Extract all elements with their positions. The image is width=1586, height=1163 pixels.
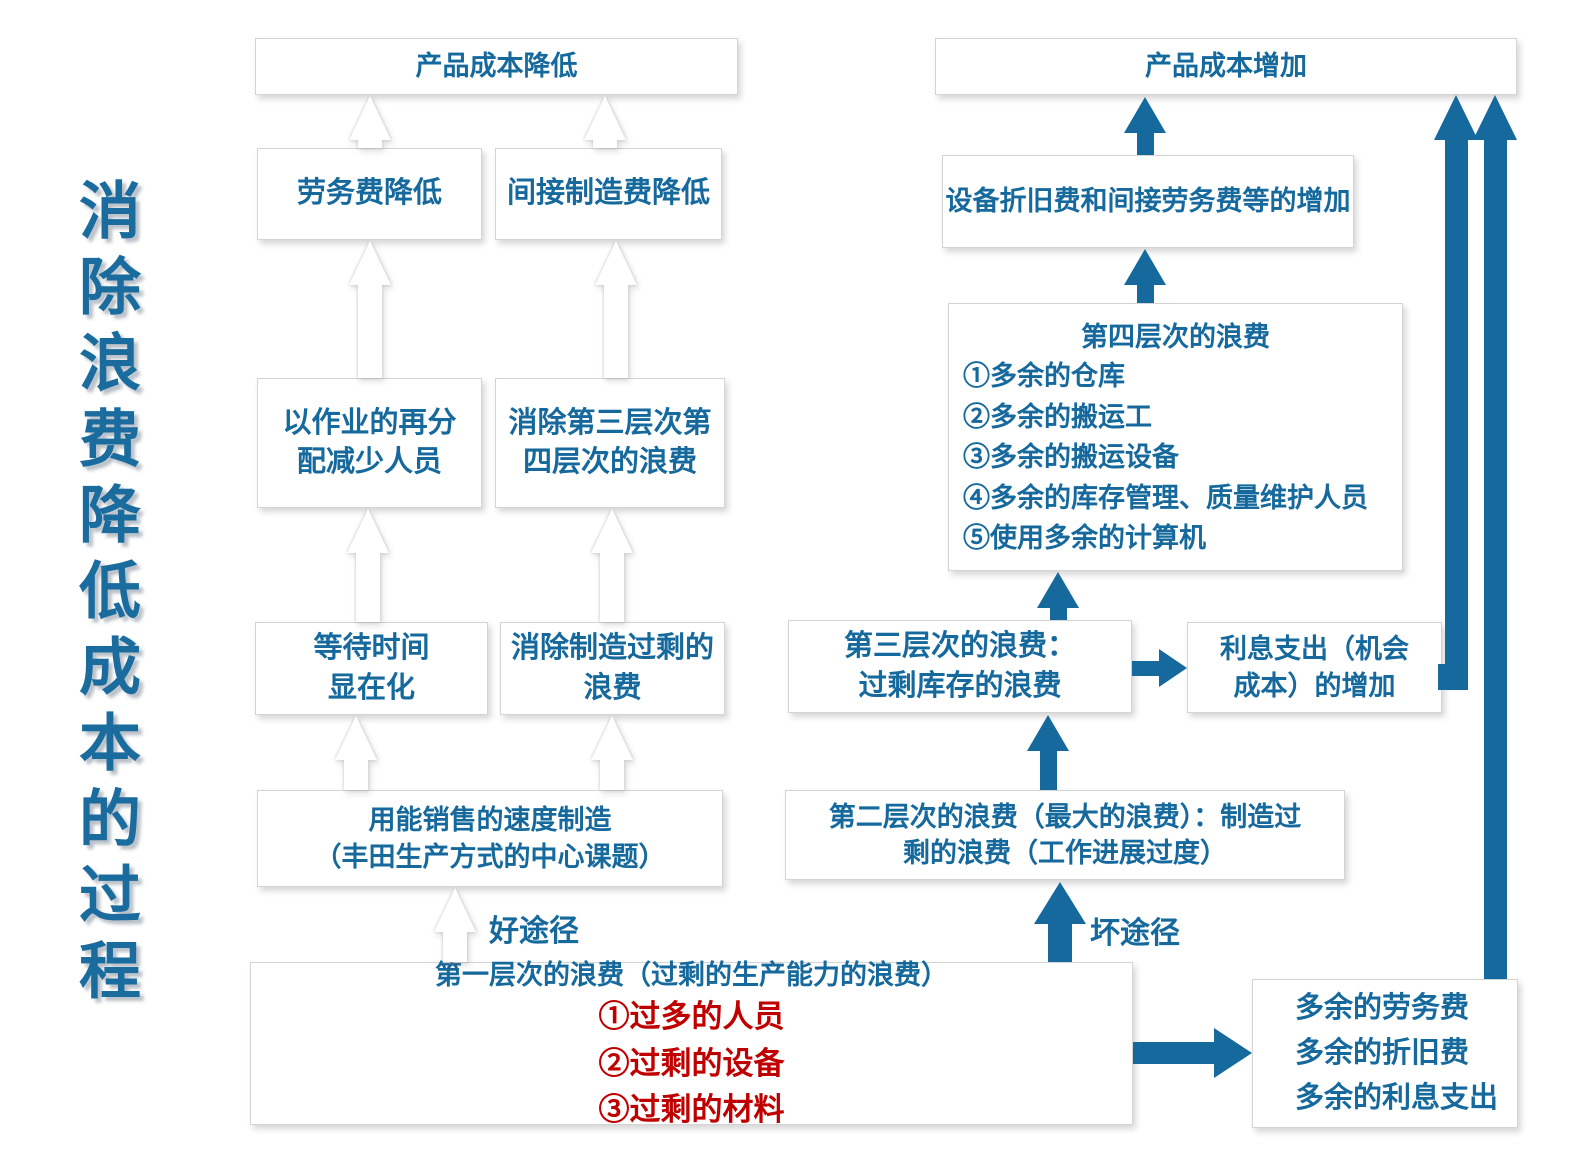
box-depreciation-indirect-up: 设备折旧费和间接劳务费等的增加	[942, 155, 1354, 248]
box-second-level-waste: 第二层次的浪费（最大的浪费）：制造过 剩的浪费（工作进展过度）	[785, 790, 1345, 880]
good-path-label: 好途径	[489, 915, 579, 948]
box-interest-expense-up: 利息支出（机会 成本）的增加	[1187, 622, 1442, 713]
up-arrow-white-icon	[347, 509, 389, 622]
up-arrow-blue-icon	[1037, 572, 1079, 620]
box-eliminate-overproduction: 消除制造过剩的 浪费	[500, 622, 725, 715]
up-arrow-white-icon	[335, 716, 377, 790]
box-labor-cost-down: 劳务费降低	[257, 148, 482, 240]
box-redistribute-work: 以作业的再分 配减少人员	[257, 378, 482, 508]
box-indirect-mfg-cost-down: 间接制造费降低	[495, 148, 722, 240]
up-arrow-white-icon	[595, 241, 637, 378]
bad-path-arrow-icon	[1034, 882, 1086, 962]
up-arrow-white-icon	[591, 509, 633, 622]
diagram-title: 消除浪费降低成本的过程	[69, 178, 137, 1014]
box-excess-costs: 多余的劳务费 多余的折旧费 多余的利息支出	[1252, 979, 1518, 1128]
box-first-level-waste: 第一层次的浪费（过剩的生产能力的浪费） ①过多的人员 ②过剩的设备 ③过剩的材料	[250, 960, 1133, 1127]
up-arrow-blue-icon	[1124, 249, 1166, 303]
up-arrow-white-icon	[584, 96, 626, 148]
right-arrow-icon	[1133, 1028, 1252, 1078]
fourth-level-item-5: ⑤使用多余的计算机	[963, 523, 1206, 554]
long-up-arrow-outer-icon	[1473, 95, 1517, 979]
bad-path-label: 坏途径	[1090, 917, 1180, 950]
right-arrow-icon	[1132, 649, 1187, 687]
long-arrow-elbow	[1438, 664, 1468, 690]
up-arrow-white-icon	[349, 96, 391, 148]
fourth-level-item-2: ②多余的搬运工	[963, 401, 1152, 432]
long-up-arrow-inner-icon	[1434, 95, 1478, 690]
up-arrow-white-icon	[591, 716, 633, 790]
box-produce-at-sales-speed: 用能销售的速度制造 （丰田生产方式的中心课题）	[257, 790, 723, 887]
first-level-item-2: ②过剩的设备	[598, 1045, 785, 1081]
good-path-arrow-icon	[434, 888, 476, 962]
first-level-item-1: ①过多的人员	[598, 999, 785, 1035]
up-arrow-blue-icon	[1124, 97, 1166, 155]
first-level-title: 第一层次的浪费（过剩的生产能力的浪费）	[435, 960, 948, 991]
box-fourth-level-waste: 第四层次的浪费 ①多余的仓库 ②多余的搬运工 ③多余的搬运设备 ④多余的库存管理…	[948, 303, 1403, 571]
box-third-level-waste: 第三层次的浪费： 过剩库存的浪费	[788, 620, 1132, 713]
box-waiting-time-visible: 等待时间 显在化	[255, 622, 488, 715]
fourth-level-title: 第四层次的浪费	[1081, 322, 1270, 353]
up-arrow-white-icon	[349, 241, 391, 378]
box-eliminate-l3-l4-waste: 消除第三层次第 四层次的浪费	[495, 378, 725, 508]
first-level-item-3: ③过剩的材料	[598, 1092, 785, 1128]
fourth-level-item-3: ③多余的搬运设备	[963, 442, 1179, 473]
fourth-level-item-1: ①多余的仓库	[963, 361, 1125, 392]
box-product-cost-down: 产品成本降低	[255, 38, 738, 95]
fourth-level-item-4: ④多余的库存管理、质量维护人员	[963, 482, 1368, 513]
up-arrow-blue-icon	[1027, 715, 1069, 790]
box-product-cost-up: 产品成本增加	[935, 38, 1517, 95]
